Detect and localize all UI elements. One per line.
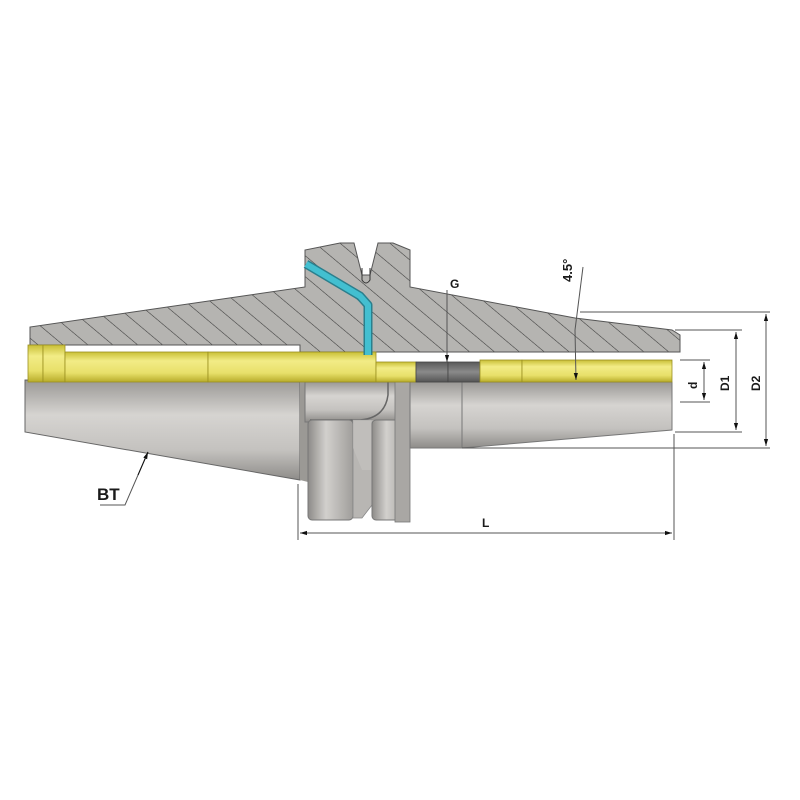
coolant-channel — [303, 260, 373, 355]
label-d2: D2 — [749, 375, 763, 391]
dimensions — [100, 266, 770, 540]
label-d: d — [686, 382, 700, 389]
label-d1: D1 — [718, 375, 732, 391]
label-g: G — [450, 277, 459, 291]
holder-body — [24, 379, 673, 523]
label-l: L — [482, 516, 489, 530]
label-angle: 4.5° — [560, 259, 575, 282]
thread-g — [415, 361, 449, 383]
clamping-insert — [27, 344, 673, 383]
label-bt: BT — [97, 485, 120, 504]
